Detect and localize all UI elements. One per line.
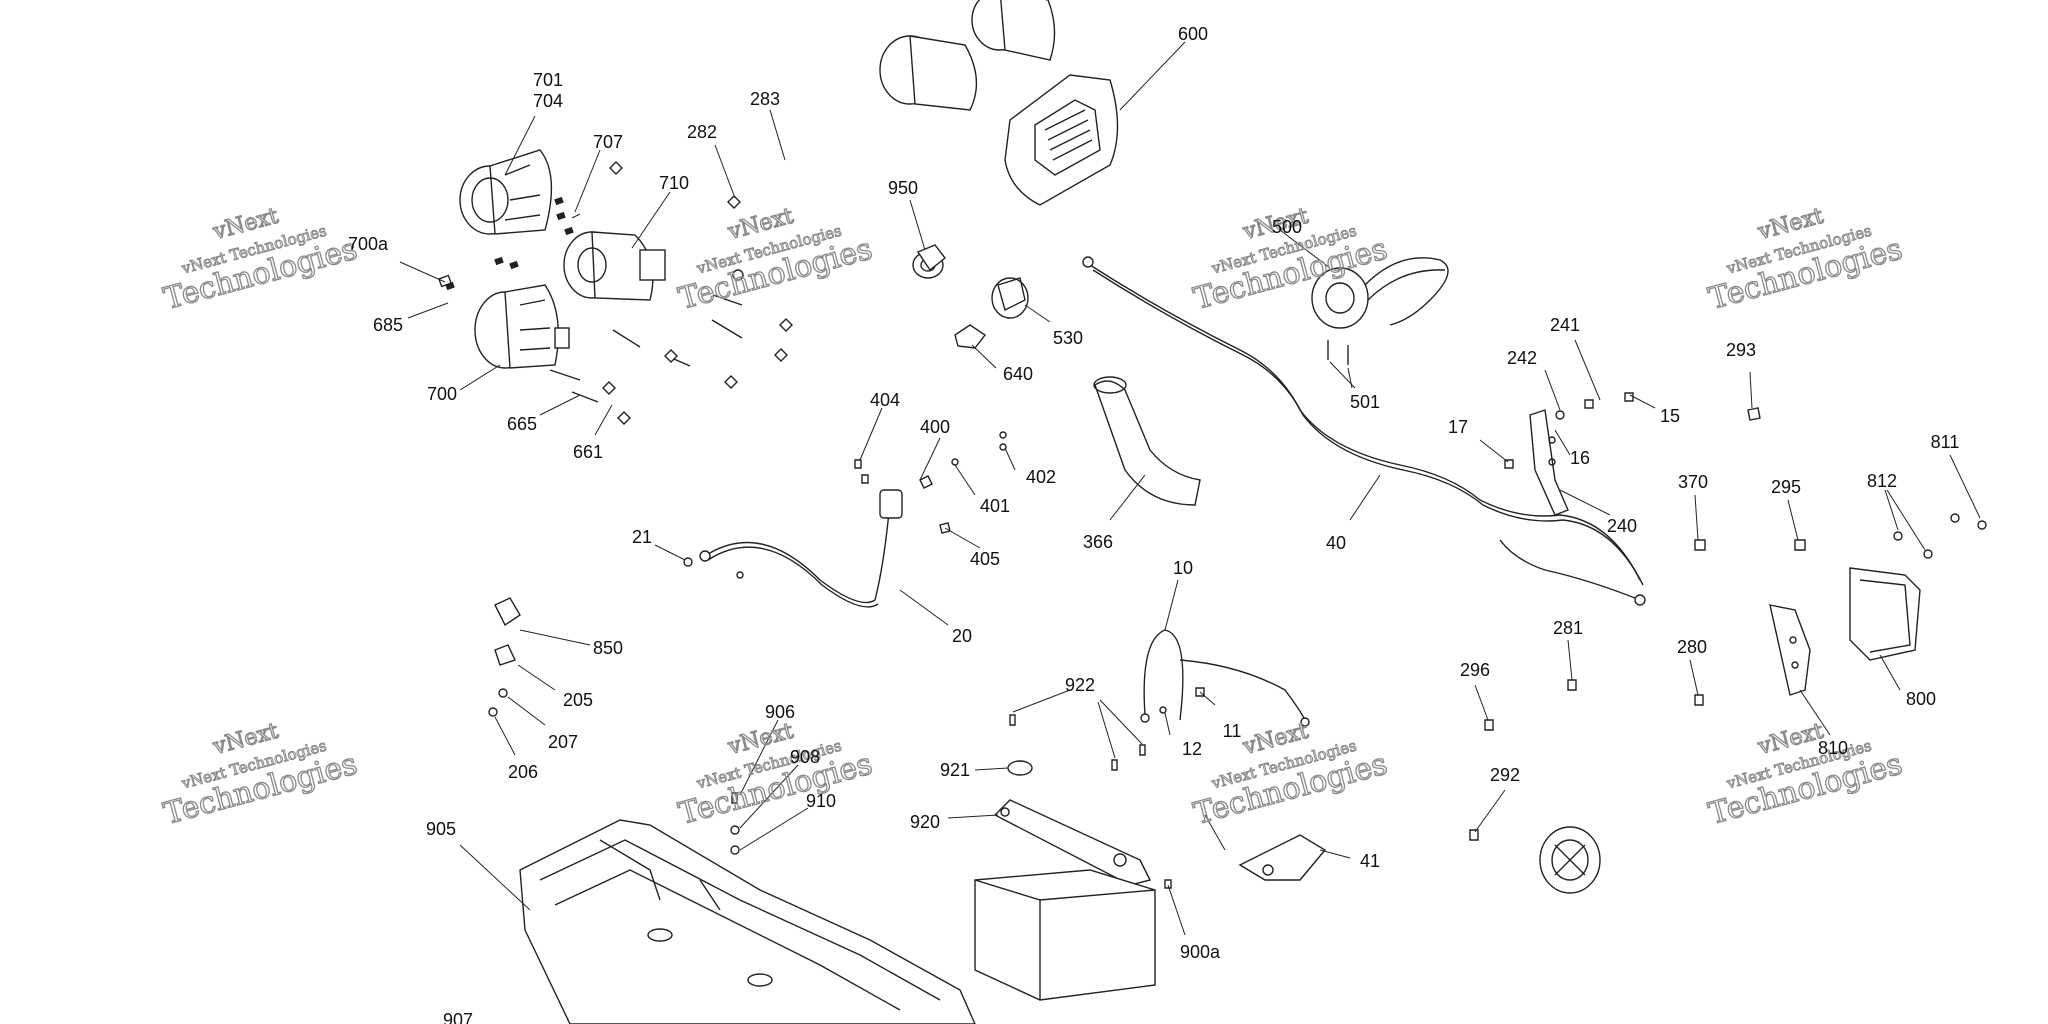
callout-label: 283 bbox=[750, 89, 780, 109]
callout-label: 17 bbox=[1448, 417, 1468, 437]
callout-label: 501 bbox=[1350, 392, 1380, 412]
part-drawings bbox=[438, 0, 1987, 1024]
callout-label: 401 bbox=[980, 496, 1010, 516]
callout-label: 241 bbox=[1550, 315, 1580, 335]
callout-label: 16 bbox=[1570, 448, 1590, 468]
part-810-bracket bbox=[1769, 604, 1811, 696]
callout-label: 665 bbox=[507, 414, 537, 434]
watermark: vNext vNext Technologies Technologies bbox=[159, 203, 361, 317]
callout-label: 800 bbox=[1906, 689, 1936, 709]
part-710-actuator bbox=[563, 231, 666, 301]
part-530-relay bbox=[991, 277, 1029, 319]
callout-label: 850 bbox=[593, 638, 623, 658]
part-800-module bbox=[1849, 567, 1921, 661]
part-640-relay bbox=[954, 324, 987, 349]
callout-label: 15 bbox=[1660, 406, 1680, 426]
callout-label: 12 bbox=[1182, 739, 1202, 759]
part-701-motor-housing bbox=[459, 149, 553, 235]
leader-lines bbox=[399, 41, 1981, 936]
callout-label: 600 bbox=[1178, 24, 1208, 44]
callout-label: 908 bbox=[790, 747, 820, 767]
callout-label: 293 bbox=[1726, 340, 1756, 360]
part-40-wire-harness bbox=[1082, 256, 1646, 606]
part-top-motors bbox=[879, 0, 1056, 111]
callout-label: 242 bbox=[1507, 348, 1537, 368]
part-bolts bbox=[549, 294, 743, 403]
part-206-nut bbox=[488, 707, 498, 717]
part-950-sensor bbox=[912, 244, 946, 279]
callout-label: 640 bbox=[1003, 364, 1033, 384]
part-41-bracket bbox=[1238, 834, 1327, 881]
watermark: vNext vNext Technologies Technologies bbox=[1704, 203, 1906, 317]
part-500-pump bbox=[1311, 257, 1449, 365]
callout-label: 207 bbox=[548, 732, 578, 752]
callout-label: 950 bbox=[888, 178, 918, 198]
callout-label: 296 bbox=[1460, 660, 1490, 680]
part-star-nuts bbox=[602, 161, 793, 425]
part-240-bracket bbox=[1529, 409, 1569, 516]
callout-label: 402 bbox=[1026, 467, 1056, 487]
callout-label: 404 bbox=[870, 390, 900, 410]
watermark: vNext vNext Technologies Technologies bbox=[1189, 718, 1391, 832]
callout-label: 685 bbox=[373, 315, 403, 335]
callout-label: 920 bbox=[910, 812, 940, 832]
callout-label: 280 bbox=[1677, 637, 1707, 657]
callout-label: 900a bbox=[1180, 942, 1221, 962]
callout-label: 707 bbox=[593, 132, 623, 152]
callout-label: 400 bbox=[920, 417, 950, 437]
callout-label: 704 bbox=[533, 91, 563, 111]
part-207-washer bbox=[498, 688, 508, 698]
callout-label: 40 bbox=[1326, 533, 1346, 553]
callout-label: 366 bbox=[1083, 532, 1113, 552]
part-700-motor-housing bbox=[474, 284, 570, 369]
callout-label: 811 bbox=[1931, 432, 1960, 452]
callout-label: 701 bbox=[533, 70, 563, 90]
part-920-battery-strap bbox=[993, 799, 1152, 886]
callout-label: 500 bbox=[1272, 217, 1302, 237]
part-292-light bbox=[1539, 826, 1601, 894]
part-battery bbox=[974, 869, 1156, 1001]
callout-label: 907 bbox=[443, 1010, 473, 1024]
callout-label: 921 bbox=[940, 760, 970, 780]
callout-label: 205 bbox=[563, 690, 593, 710]
callout-label: 700a bbox=[348, 234, 389, 254]
part-905-frame bbox=[519, 819, 976, 1024]
part-20-battery-cable bbox=[699, 489, 903, 608]
callout-label: 922 bbox=[1065, 675, 1095, 695]
part-850-connector bbox=[494, 597, 521, 627]
callout-label: 710 bbox=[659, 173, 689, 193]
callout-label: 281 bbox=[1553, 618, 1583, 638]
watermark: vNext vNext Technologies Technologies bbox=[674, 203, 876, 317]
callout-label: 11 bbox=[1223, 721, 1242, 741]
callout-label: 530 bbox=[1053, 328, 1083, 348]
callout-label: 810 bbox=[1818, 738, 1848, 758]
callout-label: 282 bbox=[687, 122, 717, 142]
callout-label: 292 bbox=[1490, 765, 1520, 785]
callout-label: 700 bbox=[427, 384, 457, 404]
callout-label: 206 bbox=[508, 762, 538, 782]
callout-label: 906 bbox=[765, 702, 795, 722]
watermark: vNext vNext Technologies Technologies bbox=[159, 718, 361, 832]
watermark: vNext vNext Technologies Technologies bbox=[1704, 718, 1906, 832]
callout-label: 910 bbox=[806, 791, 836, 811]
callout-label: 240 bbox=[1607, 516, 1637, 536]
callout-labels: 701 704 707 710 700a 685 700 665 661 282… bbox=[348, 24, 1959, 1024]
callout-label: 370 bbox=[1678, 472, 1708, 492]
part-screws-707 bbox=[438, 196, 581, 291]
callout-label: 21 bbox=[632, 527, 652, 547]
callout-label: 661 bbox=[573, 442, 603, 462]
callout-label: 10 bbox=[1173, 558, 1193, 578]
part-205-clip bbox=[494, 644, 516, 666]
callout-label: 41 bbox=[1360, 851, 1380, 871]
callout-label: 295 bbox=[1771, 477, 1801, 497]
part-600-control-module bbox=[1004, 74, 1119, 206]
part-small-fasteners bbox=[683, 269, 1987, 889]
callout-label: 905 bbox=[426, 819, 456, 839]
callout-label: 405 bbox=[970, 549, 1000, 569]
part-366-hose bbox=[1093, 376, 1201, 506]
callout-label: 20 bbox=[952, 626, 972, 646]
callout-label: 812 bbox=[1867, 471, 1897, 491]
watermarks: vNext vNext Technologies Technologies vN… bbox=[159, 203, 1906, 832]
